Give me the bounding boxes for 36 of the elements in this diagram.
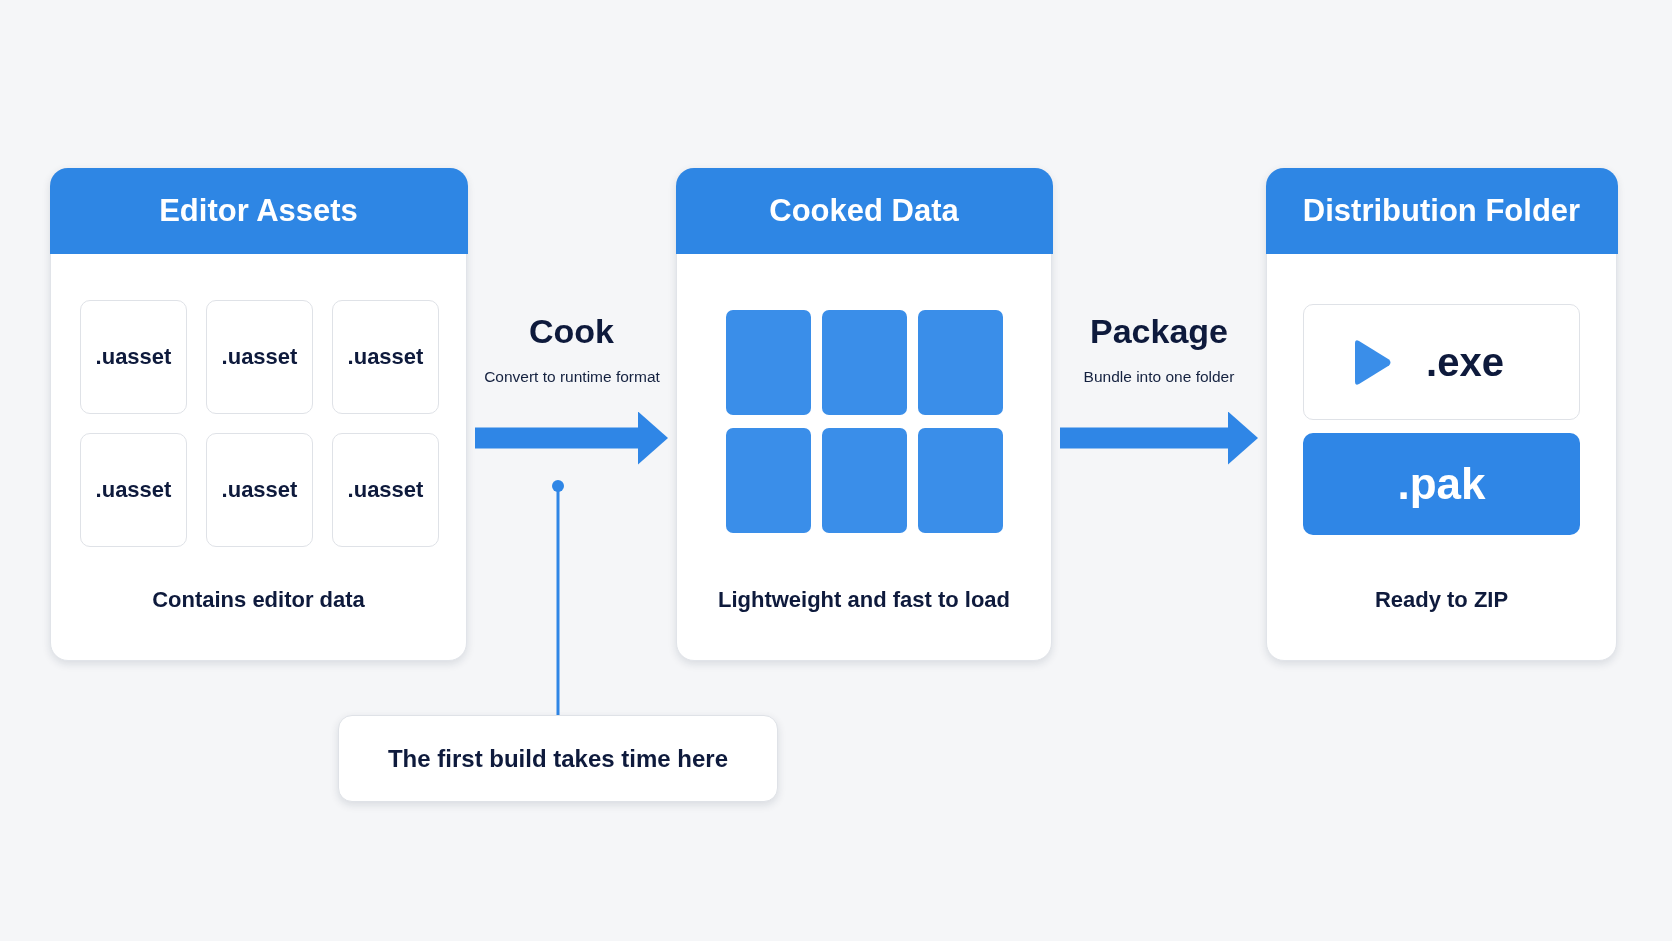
panel-card (1266, 168, 1617, 661)
file-label: .uasset (95, 344, 172, 370)
file-label: .exe (1426, 339, 1504, 385)
asset-tile (332, 300, 439, 414)
data-block (822, 310, 907, 415)
arrow (475, 411, 668, 465)
asset-tile (80, 433, 187, 547)
panel-header: Cooked Data (675, 167, 1053, 254)
file-card (1303, 304, 1580, 420)
callout-text: The first build takes time here (387, 744, 729, 773)
data-block (726, 428, 811, 533)
leader-line (552, 480, 564, 715)
file-label: .pak (1397, 459, 1486, 509)
data-block (918, 428, 1003, 533)
panel-card (50, 168, 467, 661)
asset-tile (80, 300, 187, 414)
callout-box (338, 715, 778, 802)
data-block (726, 310, 811, 415)
file-label: .uasset (347, 344, 424, 370)
panel-header: Distribution Folder (1265, 167, 1618, 254)
asset-tile (206, 300, 313, 414)
file-label: .uasset (347, 477, 424, 503)
data-block (822, 428, 907, 533)
arrow (1060, 411, 1258, 465)
asset-tile (206, 433, 313, 547)
panel-header: Editor Assets (49, 167, 468, 254)
panel-card (676, 168, 1052, 661)
asset-tile (332, 433, 439, 547)
panel-caption: Ready to ZIP (1374, 587, 1509, 613)
panel-caption: Lightweight and fast to load (717, 587, 1011, 613)
file-label: .uasset (221, 477, 298, 503)
file-label: .uasset (95, 477, 172, 503)
file-label: .uasset (221, 344, 298, 370)
panel-caption: Contains editor data (152, 587, 365, 613)
data-block (918, 310, 1003, 415)
file-bar (1303, 433, 1580, 535)
